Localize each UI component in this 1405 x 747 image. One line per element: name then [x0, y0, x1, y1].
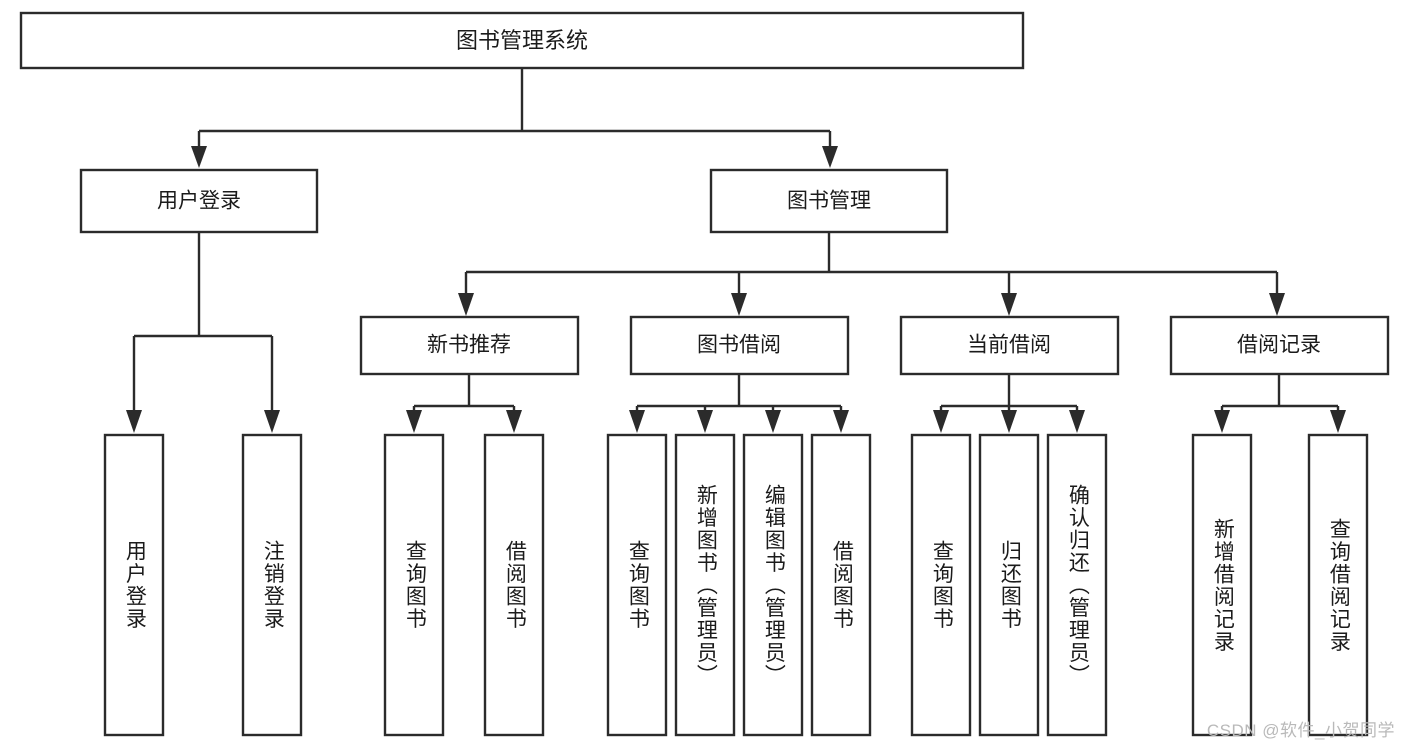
leaf-box-currentborrow-query[interactable] — [910, 433, 972, 737]
node-book-manage-box[interactable] — [709, 168, 949, 234]
arrow-book-to-c1-icon — [458, 293, 474, 316]
leaf-box-newbook-borrow[interactable] — [483, 433, 545, 737]
leaf-box-record-add[interactable] — [1191, 433, 1253, 737]
arrow-bookborrow-leaf3-icon — [765, 410, 781, 433]
node-book-manage-label: 图书管理 — [787, 190, 871, 213]
node-borrow-record-label: 借阅记录 — [1237, 334, 1321, 357]
arrow-user-leaf2-icon — [264, 410, 280, 433]
node-new-book-label: 新书推荐 — [427, 334, 511, 357]
arrow-currentborrow-leaf3-icon — [1069, 410, 1085, 433]
node-book-borrow-label: 图书借阅 — [697, 334, 781, 357]
arrow-book-to-c2-icon — [731, 293, 747, 316]
arrow-currentborrow-leaf2-icon — [1001, 410, 1017, 433]
leaf-box-newbook-query[interactable] — [383, 433, 445, 737]
arrow-newbook-leaf2-icon — [506, 410, 522, 433]
arrow-newbook-leaf1-icon — [406, 410, 422, 433]
node-user-login-label: 用户登录 — [157, 190, 241, 213]
leaf-box-currentborrow-confirm[interactable] — [1046, 433, 1108, 737]
arrow-root-to-book-icon — [822, 146, 838, 168]
arrow-currentborrow-leaf1-icon — [933, 410, 949, 433]
node-new-book-box[interactable] — [359, 315, 580, 376]
node-book-borrow-box[interactable] — [629, 315, 850, 376]
node-root-label: 图书管理系统 — [456, 28, 588, 53]
arrow-book-to-c4-icon — [1269, 293, 1285, 316]
leaf-box-bookborrow-edit[interactable] — [742, 433, 804, 737]
leaf-box-bookborrow-add[interactable] — [674, 433, 736, 737]
arrow-borrowrecord-leaf2-icon — [1330, 410, 1346, 433]
node-current-borrow-label: 当前借阅 — [967, 334, 1051, 357]
leaf-box-bookborrow-borrow[interactable] — [810, 433, 872, 737]
leaf-box-currentborrow-return[interactable] — [978, 433, 1040, 737]
leaf-box-record-query[interactable] — [1307, 433, 1369, 737]
leaf-box-user-login[interactable] — [103, 433, 165, 737]
arrow-bookborrow-leaf4-icon — [833, 410, 849, 433]
leaf-box-bookborrow-query[interactable] — [606, 433, 668, 737]
leaf-box-user-logout[interactable] — [241, 433, 303, 737]
arrow-borrowrecord-leaf1-icon — [1214, 410, 1230, 433]
arrow-bookborrow-leaf2-icon — [697, 410, 713, 433]
node-root-box[interactable] — [19, 11, 1025, 70]
node-current-borrow-box[interactable] — [899, 315, 1120, 376]
node-borrow-record-box[interactable] — [1169, 315, 1390, 376]
csdn-watermark: CSDN @软件_小贺同学 — [1206, 721, 1395, 740]
arrow-bookborrow-leaf1-icon — [629, 410, 645, 433]
arrow-user-leaf1-icon — [126, 410, 142, 433]
arrow-root-to-user-icon — [191, 146, 207, 168]
arrow-book-to-c3-icon — [1001, 293, 1017, 316]
